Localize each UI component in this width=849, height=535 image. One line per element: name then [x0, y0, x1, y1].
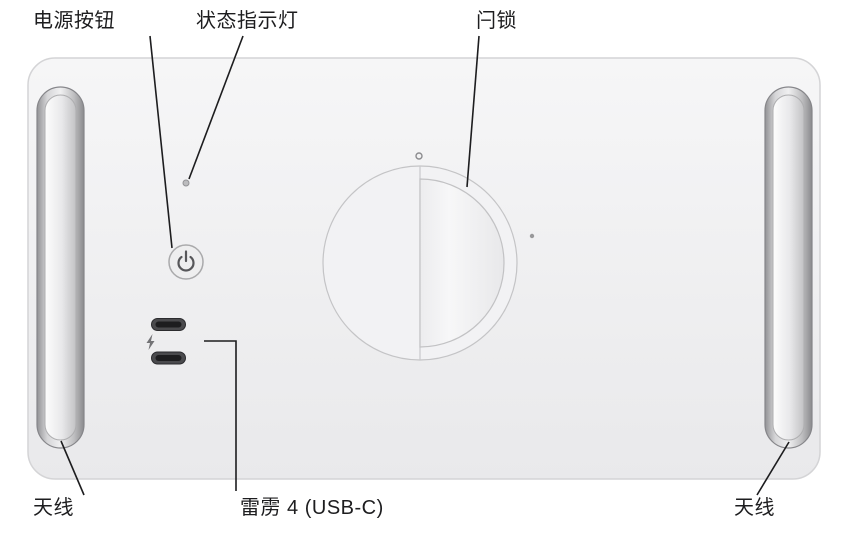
antenna-handle-left-inner — [44, 94, 77, 441]
leader-line-latch — [466, 35, 480, 188]
leader-line-status-indicator — [188, 35, 244, 180]
latch-lock-mark — [529, 233, 535, 239]
thunderbolt-ports — [146, 318, 186, 365]
power-icon — [177, 250, 195, 272]
latch — [322, 152, 535, 361]
callout-thunderbolt: 雷雳 4 (USB-C) — [240, 497, 384, 519]
thunderbolt-icon — [146, 334, 155, 350]
callout-power-button: 电源按钮 — [33, 10, 115, 32]
leader-lines — [60, 35, 790, 496]
antenna-handle-right-inner — [772, 94, 805, 441]
leader-line-thunderbolt — [204, 340, 237, 491]
power-button — [168, 244, 204, 280]
leader-line-power-button — [149, 35, 173, 249]
callout-latch: 闩锁 — [476, 10, 517, 32]
callout-antenna-left: 天线 — [33, 497, 74, 519]
leader-line-antenna-right — [756, 441, 790, 496]
thunderbolt-port-2-slot — [155, 355, 182, 361]
thunderbolt-port-1-slot — [155, 321, 182, 328]
antenna-handle-right — [764, 86, 813, 449]
antenna-handle-left — [36, 86, 85, 449]
callout-antenna-right: 天线 — [734, 497, 775, 519]
latch-handle — [419, 178, 505, 348]
latch-unlock-mark — [415, 152, 423, 160]
status-indicator-light — [182, 179, 190, 187]
leader-line-antenna-left — [60, 440, 85, 496]
callout-status-indicator: 状态指示灯 — [196, 10, 299, 32]
